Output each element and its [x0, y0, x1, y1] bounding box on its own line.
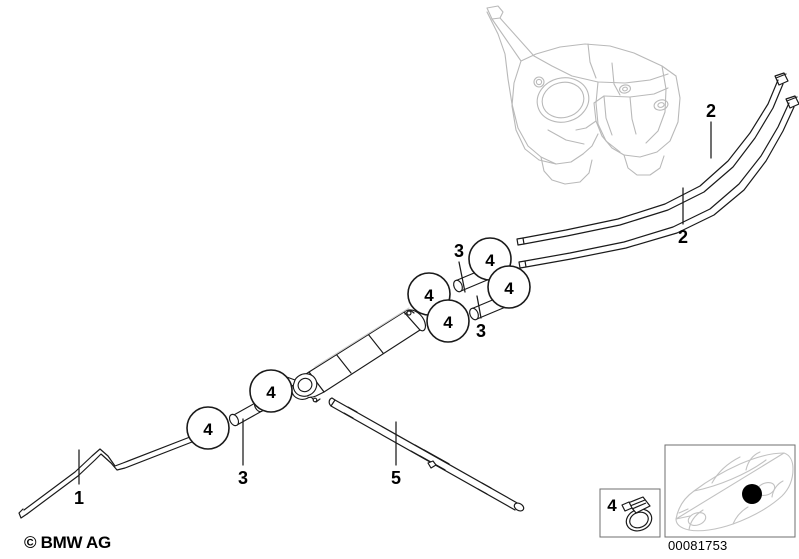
callout-labels: 1 2 2 3 3 3 5: [74, 101, 716, 508]
fuel-filter: [275, 307, 426, 403]
inset-vehicle-box: [664, 444, 796, 538]
callout-leaders: [78, 121, 712, 485]
callout-label-2-lower: 2: [678, 227, 688, 247]
fuel-line-bent: [18, 433, 202, 519]
callout-label-2-upper: 2: [706, 101, 716, 121]
leader-3a: [458, 261, 466, 293]
vehicle-silhouette-icon: [675, 451, 794, 532]
circled-callout-4: 4: [426, 299, 470, 343]
circled-callout-label: 4: [443, 313, 453, 332]
circled-callout-label: 4: [203, 420, 213, 439]
fuel-tank: [486, 5, 681, 185]
leader-3b: [476, 295, 482, 319]
inset-clamp-label: 4: [607, 496, 617, 515]
diagram-part-number: 00081753: [668, 538, 728, 553]
fuel-hose-long: [328, 397, 525, 512]
circled-callouts: 4 4 4 4 4 4: [186, 237, 531, 450]
callout-label-1: 1: [74, 488, 84, 508]
callout-label-3-middle: 3: [476, 321, 486, 341]
inset-clamp-box: 4: [599, 488, 661, 538]
circled-callout-label: 4: [266, 383, 276, 402]
callout-label-3-lower: 3: [238, 468, 248, 488]
hose-clamp-icon: [621, 496, 653, 532]
callout-label-3-upper: 3: [454, 241, 464, 261]
circled-callout-4: 4: [249, 369, 293, 413]
circled-callout-4: 4: [487, 265, 531, 309]
fuel-lines-pair: [516, 72, 799, 269]
callout-label-5: 5: [391, 468, 401, 488]
location-marker: [742, 484, 762, 504]
circled-callout-label: 4: [504, 279, 514, 298]
circled-callout-label: 4: [424, 286, 434, 305]
circled-callout-4: 4: [186, 406, 230, 450]
circled-callout-label: 4: [485, 251, 495, 270]
copyright-notice: © BMW AG: [24, 533, 111, 552]
